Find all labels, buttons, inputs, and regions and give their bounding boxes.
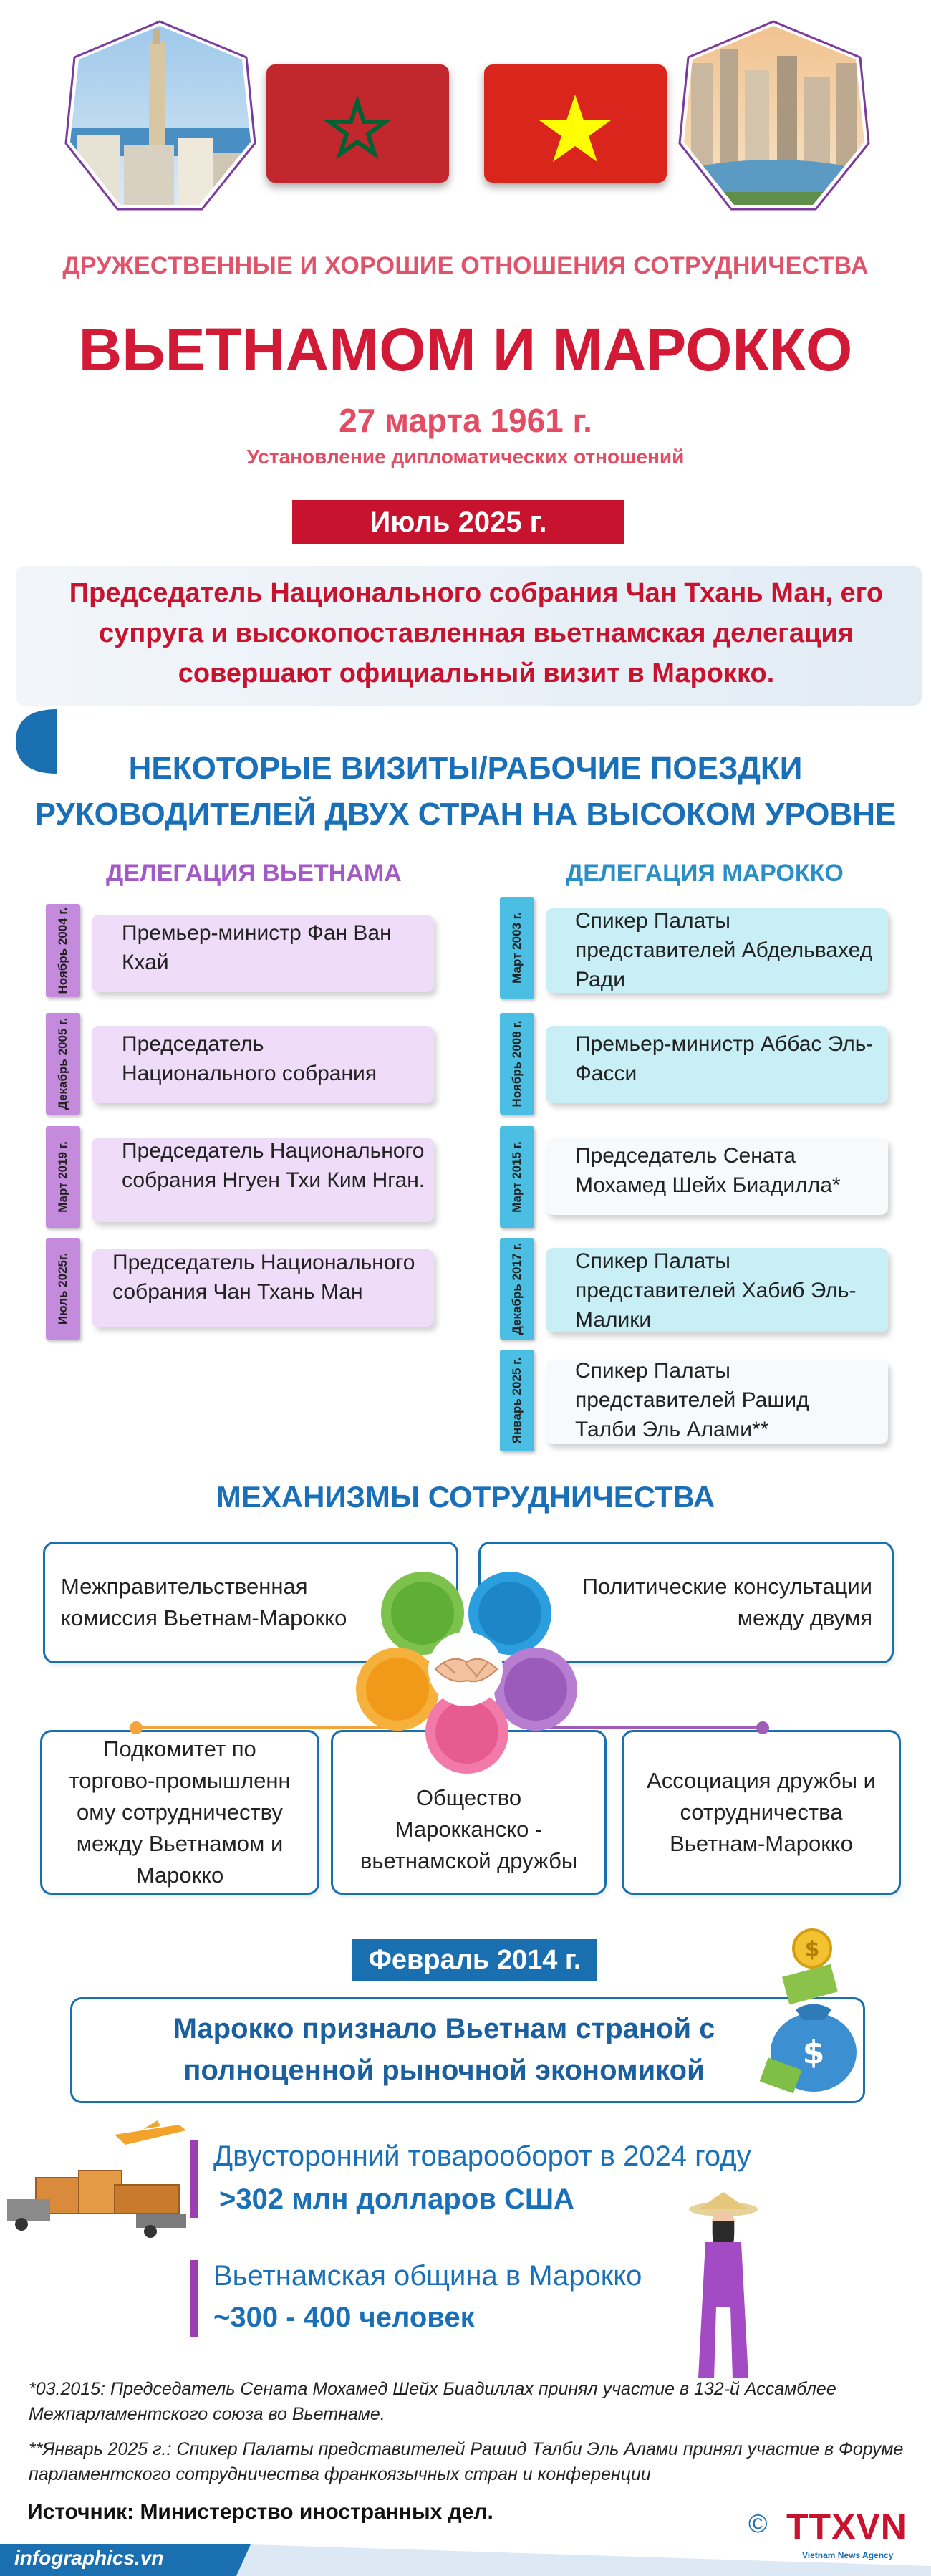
vietnam-visit-text: Председатель Национального собрания Чан … — [112, 1251, 415, 1304]
footnote-senate: *03.2015: Председатель Сената Мохамед Ше… — [29, 2379, 836, 2424]
morocco-visit-date-tab: Март 2003 г. — [500, 897, 534, 999]
visit-box-corner-ornament — [16, 709, 57, 774]
source-credit: Источник: Министерство иностранных дел. — [27, 2500, 493, 2524]
stat-accent-bar — [190, 2260, 198, 2337]
mechanisms-title: МЕХАНИЗМЫ СОТРУДНИЧЕСТВА — [216, 1480, 715, 1514]
mechanism-friendship-association: Ассоциация дружбы и сотрудничества Вьетн… — [622, 1730, 901, 1895]
mechanism-label: Подкомитет по торгово-промышленн ому сот… — [69, 1736, 291, 1888]
vietnam-visit-text: Председатель Национального собрания — [122, 1032, 377, 1085]
trade-turnover-value: >302 млн долларов США — [219, 2183, 574, 2215]
market-economy-text: Марокко признало Вьетнам страной с полно… — [93, 2008, 795, 2091]
morocco-visit-text: Председатель Сената Мохамед Шейх Биадилл… — [575, 1144, 841, 1197]
svg-text:$: $ — [805, 1937, 820, 1962]
morocco-visit-text: Спикер Палаты представителей Хабиб Эль-М… — [575, 1249, 857, 1332]
mechanism-label: Общество Марокканско - вьетнамской дружб… — [360, 1785, 578, 1873]
vietnam-visit-date-tab: Ноябрь 2004 г. — [46, 904, 80, 997]
trade-cargo-icon — [7, 2120, 186, 2238]
connector-dot — [130, 1721, 143, 1734]
morocco-flag — [266, 64, 449, 183]
mechanism-intergovernmental-commission: Межправительственная комиссия Вьетнам-Ма… — [43, 1542, 458, 1663]
morocco-visit-card — [546, 1138, 888, 1215]
vietnam-visit-text: Премьер-министр Фан Ван Кхай — [122, 921, 392, 974]
market-economy-line2: полноценной рыночной экономикой — [183, 2054, 705, 2086]
mechanism-label: Политические консультации между двумя — [582, 1574, 872, 1630]
official-visit-box — [16, 566, 922, 706]
vietnam-visit-date-tab: Декабрь 2005 г. — [46, 1013, 80, 1115]
mechanism-label: Межправительственная комиссия Вьетнам-Ма… — [61, 1574, 347, 1630]
visits-title-line2: РУКОВОДИТЕЛЕЙ ДВУХ СТРАН НА ВЫСОКОМ УРОВ… — [34, 797, 897, 832]
official-visit-text: Председатель Национального собрания Чан … — [69, 578, 884, 688]
header-subtitle: ДРУЖЕСТВЕННЫЕ И ХОРОШИЕ ОТНОШЕНИЯ СОТРУД… — [62, 252, 869, 279]
vietnam-visit-date-tab: Март 2019 г. — [46, 1126, 80, 1228]
vietnam-flag — [484, 64, 667, 183]
morocco-visit-date-tab: Ноябрь 2008 г. — [500, 1013, 534, 1115]
footer-band — [0, 2544, 931, 2576]
connector-dot — [756, 1721, 769, 1734]
hanoi-photo — [677, 20, 870, 213]
market-economy-box — [70, 1997, 865, 2103]
vietnam-visit-date: Март 2019 г. — [56, 1141, 69, 1213]
morocco-visit-date: Март 2015 г. — [510, 1141, 524, 1213]
community-label: Вьетнамская община в Марокко — [213, 2260, 642, 2292]
market-economy-line1: Марокко признало Вьетнам страной с — [173, 2013, 715, 2044]
woman-ao-dai-icon — [689, 2192, 758, 2380]
morocco-visit-text: Спикер Палаты представителей Абдельвахед… — [575, 909, 873, 991]
vietnam-visit-card — [92, 915, 434, 992]
morocco-visit-card — [546, 1360, 888, 1444]
mechanism-political-consultations: Политические консультации между двумя — [478, 1542, 894, 1663]
morocco-visit-card — [546, 1248, 888, 1332]
vietnam-visit-card — [92, 1249, 434, 1327]
morocco-visit-date: Январь 2025 г. — [510, 1357, 524, 1444]
footer-site[interactable]: infographics.vn — [14, 2547, 164, 2569]
ttxvn-logo: TTXVN — [786, 2507, 907, 2547]
morocco-visit-date-tab: Декабрь 2017 г. — [500, 1238, 534, 1340]
july-2025-tag: Июль 2025 г. — [292, 500, 624, 544]
vietnam-visit-date: Декабрь 2005 г. — [56, 1017, 69, 1110]
morocco-visit-card — [546, 1026, 888, 1103]
money-bag-icon: $ $ — [759, 1928, 857, 2094]
vietnam-visit-date: Ноябрь 2004 г. — [56, 907, 69, 994]
cooperation-flower-graphic — [130, 1572, 769, 1774]
stat-accent-bar — [190, 2140, 198, 2218]
trade-turnover-label: Двусторонний товарооборот в 2024 году — [213, 2140, 751, 2172]
morocco-visit-date-tab: Март 2015 г. — [500, 1126, 534, 1228]
copyright-symbol: © — [748, 2509, 768, 2538]
mechanism-label: Ассоциация дружбы и сотрудничества Вьетн… — [647, 1768, 876, 1856]
establishment-caption: Установление дипломатических отношений — [246, 446, 685, 468]
visits-title-line1: НЕКОТОРЫЕ ВИЗИТЫ/РАБОЧИЕ ПОЕЗДКИ — [128, 751, 803, 786]
establishment-date: 27 марта 1961 г. — [339, 402, 592, 439]
vietnam-visit-text: Председатель Национального собрания Нгуе… — [122, 1139, 425, 1192]
morocco-visit-date: Ноябрь 2008 г. — [510, 1020, 524, 1107]
morocco-delegation-heading: ДЕЛЕГАЦИЯ МАРОККО — [566, 860, 844, 887]
vietnam-visit-date: Июль 2025г. — [56, 1252, 69, 1325]
morocco-visit-date-tab: Январь 2025 г. — [500, 1350, 534, 1451]
vietnam-visit-date-tab: Июль 2025г. — [46, 1238, 80, 1340]
morocco-visit-text: Премьер-министр Аббас Эль-Фасси — [575, 1032, 874, 1085]
footnote-speaker: **Январь 2025 г.: Спикер Палаты представ… — [29, 2439, 904, 2484]
page-title: ВЬЕТНАМОМ И МАРОККО — [78, 316, 853, 383]
vietnam-delegation-heading: ДЕЛЕГАЦИЯ ВЬЕТНАМА — [106, 860, 402, 887]
morocco-visit-date: Декабрь 2017 г. — [510, 1242, 524, 1335]
community-value: ~300 - 400 человек — [213, 2302, 475, 2333]
casablanca-photo — [63, 20, 256, 213]
vietnam-visit-card — [92, 1138, 434, 1222]
vietnam-visit-card — [92, 1026, 434, 1103]
morocco-visit-card — [546, 908, 888, 993]
february-2014-tag: Февраль 2014 г. — [352, 1939, 597, 1981]
morocco-visit-date: Март 2003 г. — [510, 912, 524, 984]
morocco-visit-text: Спикер Палаты представителей Рашид Талби… — [575, 1359, 809, 1441]
svg-text:$: $ — [803, 2034, 825, 2071]
mechanism-trade-subcommittee: Подкомитет по торгово-промышленн ому сот… — [40, 1730, 319, 1895]
ttxvn-logo-subtitle: Vietnam News Agency — [802, 2550, 894, 2560]
